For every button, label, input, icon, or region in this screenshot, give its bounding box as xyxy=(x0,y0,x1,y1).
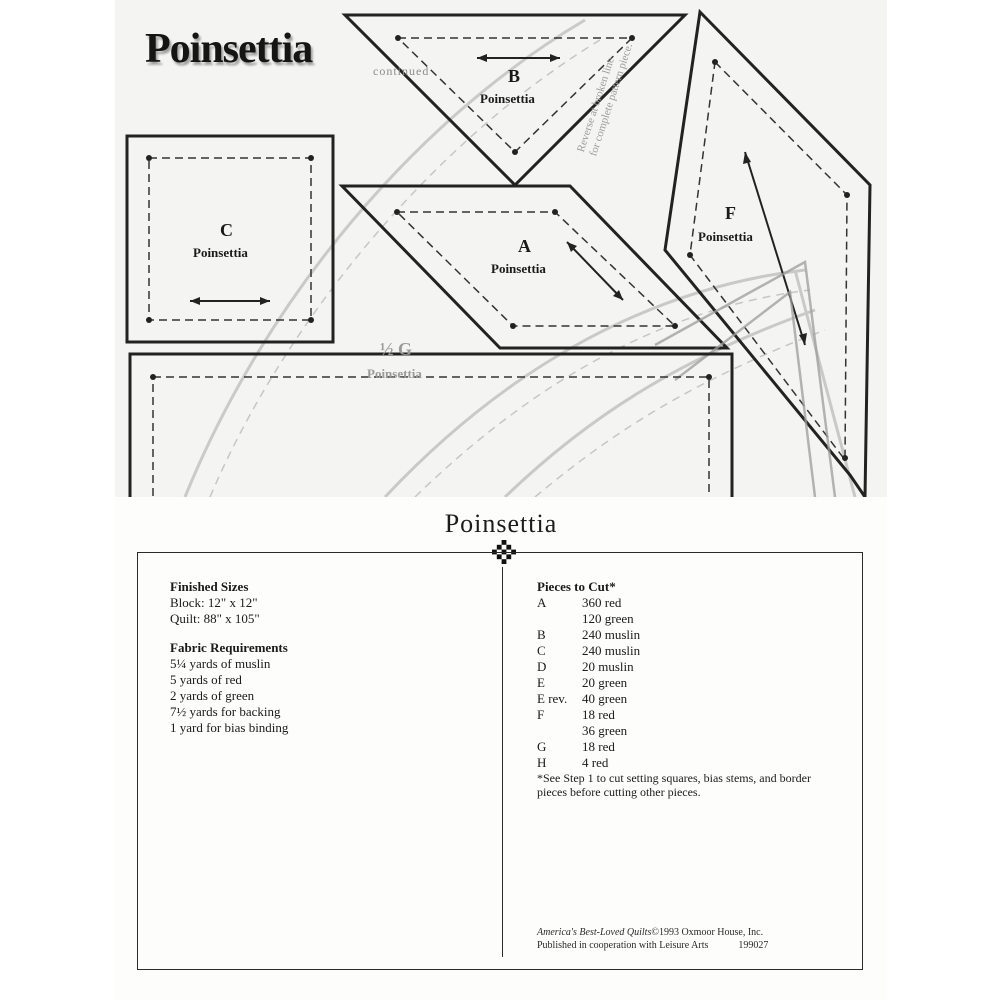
piece-f-name: Poinsettia xyxy=(698,229,753,244)
card-footer: America's Best-Loved Quilts ©1993 Oxmoor… xyxy=(537,926,768,952)
piece-a-shape xyxy=(338,184,731,350)
piece-code xyxy=(537,611,582,627)
piece-qty: 240 muslin xyxy=(582,627,641,642)
piece-code: C xyxy=(537,643,546,658)
cutting-footnote: *See Step 1 to cut setting squares, bias… xyxy=(537,771,811,799)
pieces-row: E 20 green xyxy=(537,675,837,691)
pieces-row: F 18 red xyxy=(537,707,837,723)
pieces-row: G 18 red xyxy=(537,739,837,755)
card-frame xyxy=(137,552,863,970)
piece-half-g-shape xyxy=(128,352,734,497)
right-column: Pieces to Cut* A 360 red 120 green B 240 m… xyxy=(537,579,837,799)
piece-b-shape xyxy=(341,13,689,188)
fabric-line: 5¼ yards of muslin xyxy=(170,656,271,671)
piece-code: E rev. xyxy=(537,691,568,706)
piece-half-g-name: Poinsettia xyxy=(367,366,422,381)
piece-code: A xyxy=(537,595,547,610)
footer-published: Published in cooperation with Leisure Ar… xyxy=(537,940,709,951)
piece-code: B xyxy=(537,627,546,642)
piece-qty: 4 red xyxy=(582,755,609,770)
piece-qty: 18 red xyxy=(582,739,615,754)
template-sheet: Poinsettia continued B Poinsettia C Poin… xyxy=(115,0,887,497)
piece-a-letter: A xyxy=(518,236,531,256)
pieces-to-cut-heading: Pieces to Cut* xyxy=(537,579,616,594)
pieces-row: 36 green xyxy=(537,723,837,739)
piece-qty: 36 green xyxy=(582,723,628,738)
pieces-list: A 360 red 120 green B 240 muslin C 240 musl… xyxy=(537,595,837,771)
finished-size-block: Block: 12" x 12" xyxy=(170,595,258,610)
piece-b-name: Poinsettia xyxy=(480,91,535,106)
piece-qty: 40 green xyxy=(582,691,628,706)
piece-c-letter: C xyxy=(220,220,233,240)
piece-code: D xyxy=(537,659,547,674)
piece-qty: 18 red xyxy=(582,707,615,722)
left-column: Finished Sizes Block: 12" x 12" Quilt: 8… xyxy=(170,579,470,736)
column-divider xyxy=(502,567,503,957)
faded-piece-outline xyxy=(654,260,837,497)
card-title: Poinsettia xyxy=(444,509,558,538)
finished-size-quilt: Quilt: 88" x 105" xyxy=(170,611,260,626)
pieces-row: B 240 muslin xyxy=(537,627,837,643)
background-dashed-curves xyxy=(209,39,826,497)
pieces-row: A 360 red xyxy=(537,595,837,611)
pieces-row: E rev. 40 green xyxy=(537,691,837,707)
piece-code: F xyxy=(537,707,545,722)
fabric-requirements-heading: Fabric Requirements xyxy=(170,640,288,655)
piece-code: H xyxy=(537,755,547,770)
pieces-row: 120 green xyxy=(537,611,837,627)
piece-c-shape xyxy=(125,134,335,344)
fabric-line: 5 yards of red xyxy=(170,672,242,687)
pieces-row: H 4 red xyxy=(537,755,837,771)
piece-f-shape xyxy=(663,8,872,497)
finished-sizes-heading: Finished Sizes xyxy=(170,579,249,594)
template-title: Poinsettia xyxy=(145,26,313,72)
piece-qty: 360 red xyxy=(582,595,622,610)
piece-a-name: Poinsettia xyxy=(491,261,546,276)
piece-code: G xyxy=(537,739,547,754)
piece-qty: 120 green xyxy=(582,611,634,626)
piece-half-g-letter: ½ G xyxy=(380,339,413,359)
fabric-line: 1 yard for bias binding xyxy=(170,720,289,735)
pattern-card: Poinsettia Finished Sizes Block: 12" x 1… xyxy=(115,497,887,1000)
piece-qty: 20 green xyxy=(582,675,628,690)
piece-c-name: Poinsettia xyxy=(193,245,248,260)
piece-code xyxy=(537,723,582,739)
footer-book-title: America's Best-Loved Quilts xyxy=(537,927,652,938)
pieces-row: C 240 muslin xyxy=(537,643,837,659)
fabric-line: 7½ yards for backing xyxy=(170,704,281,719)
footer-code: 199027 xyxy=(738,940,769,951)
pieces-row: D 20 muslin xyxy=(537,659,837,675)
footer-published-line: Published in cooperation with Leisure Ar… xyxy=(537,939,768,952)
piece-code: E xyxy=(537,675,545,690)
piece-f-letter: F xyxy=(725,203,736,223)
footer-copyright-line: America's Best-Loved Quilts ©1993 Oxmoor… xyxy=(537,926,768,939)
piece-qty: 20 muslin xyxy=(582,659,634,674)
piece-qty: 240 muslin xyxy=(582,643,641,658)
fabric-line: 2 yards of green xyxy=(170,688,255,703)
pattern-pieces-drawing xyxy=(125,8,872,497)
footer-copyright: ©1993 Oxmoor House, Inc. xyxy=(651,927,764,938)
piece-b-letter: B xyxy=(508,66,521,86)
template-continued-label: continued xyxy=(373,64,430,78)
